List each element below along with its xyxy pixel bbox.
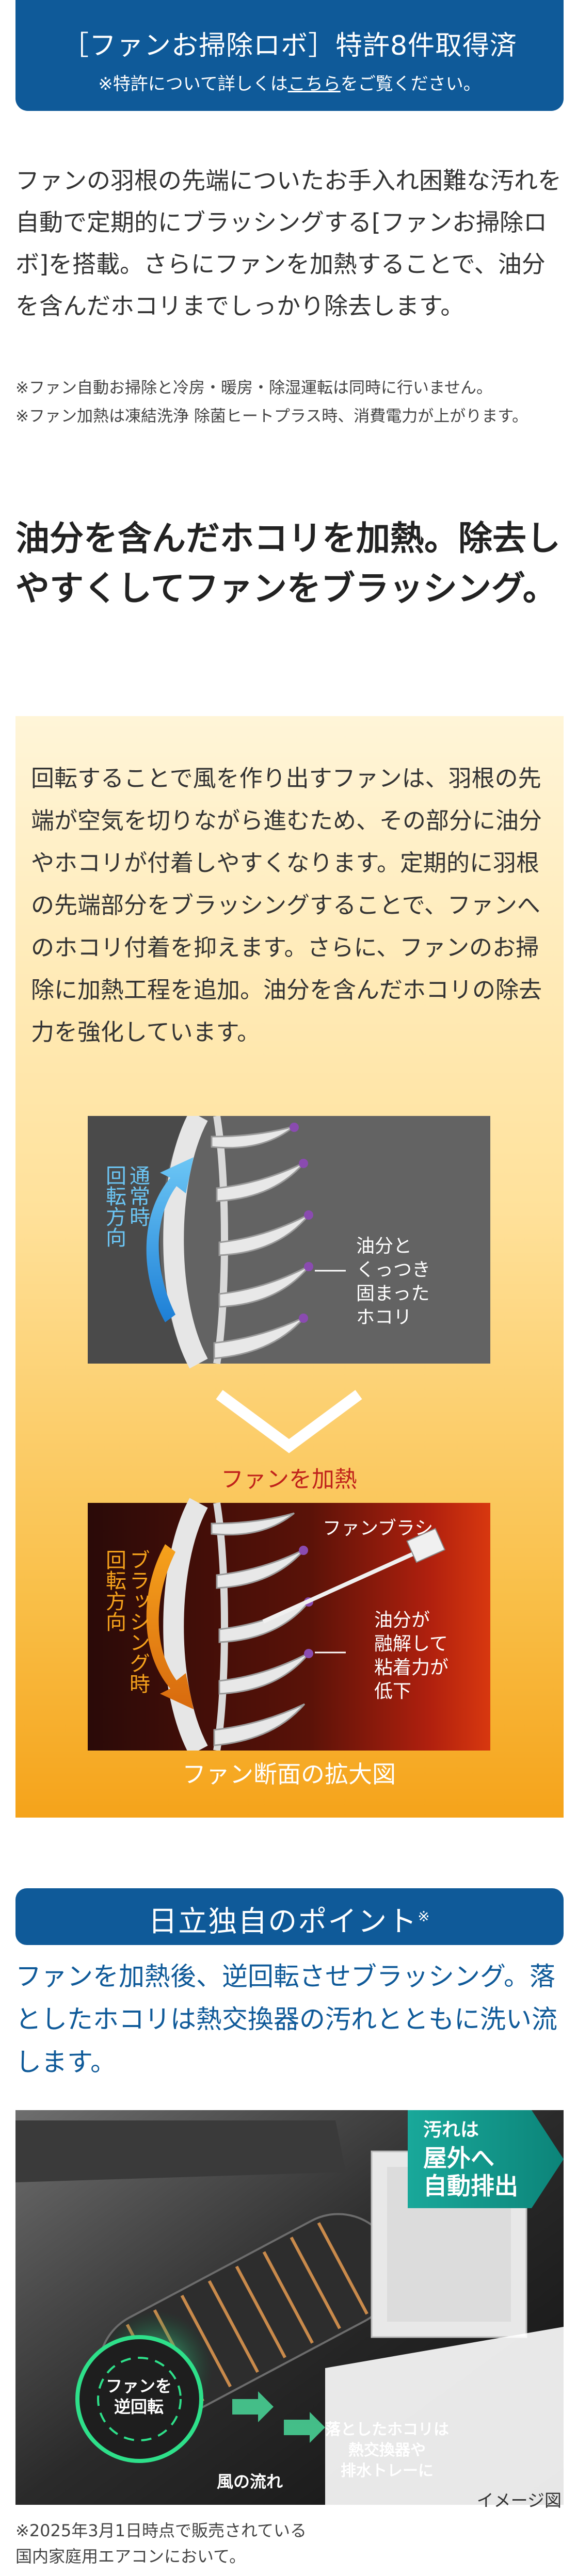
banner-note-prefix: ※特許について詳しくは (98, 74, 288, 94)
dust-label-line: 油分が (374, 1610, 430, 1631)
notes: ※ファン自動お掃除と冷房・暖房・除湿運転は同時に行いません。 ※ファン加熱は凍結… (15, 374, 564, 431)
banner-note-suffix: をご覧ください。 (340, 74, 481, 94)
banner-title: ［ファンお掃除ロボ］特許8件取得済 (61, 30, 518, 61)
fan-image: 汚れは 屋外へ 自動排出 ファンを 逆回転 風の流れ 落としたホコリは 熱交換器… (15, 2110, 564, 2505)
image-caption: イメージ図 (476, 2490, 562, 2510)
dust-drain-line: 落としたホコリは (325, 2421, 449, 2439)
panel-text: 回転することで風を作り出すファンは、羽根の先端が空気を切りながら進むため、その部… (31, 765, 542, 1046)
patent-banner: ［ファンお掃除ロボ］特許8件取得済 ※特許について詳しくはこちらをご覧ください。 (15, 0, 564, 111)
section-heading: 油分を含んだホコリを加熱。除去しやすくしてファンをブラッシング。 (15, 519, 560, 608)
dust-label-line: 融解して (374, 1633, 448, 1655)
note-item: ※ファン自動お掃除と冷房・暖房・除湿運転は同時に行いません。 (15, 379, 493, 397)
point-title-bar: 日立独自のポイント※ (15, 1888, 564, 1945)
dust-label-line: 粘着力が (374, 1657, 449, 1678)
rotation-label-line: 通常時 (126, 1165, 150, 1227)
wind-flow-label: 風の流れ (217, 2472, 283, 2491)
point-title-mark: ※ (418, 1908, 431, 1925)
dust-label-line: 低下 (374, 1681, 412, 1702)
stuck-dust-label: 油分と くっつき 固まった ホコリ (356, 1235, 430, 1330)
fan-heating-label: ファンを加熱 (221, 1466, 357, 1493)
dust-label-line: 油分と (356, 1236, 412, 1257)
normal-rotation-panel (88, 1111, 490, 1369)
fan-label-line: ファンを (106, 2376, 172, 2396)
badge-line: 汚れは (423, 2119, 479, 2141)
fan-label-line: 逆回転 (114, 2397, 164, 2417)
note-item: ※ファン加熱は凍結洗浄 除菌ヒートプラス時、消費電力が上がります。 (15, 407, 528, 426)
footnote-line: 国内家庭用エアコンにおいて。 (15, 2547, 246, 2566)
point-title: 日立独自のポイント (148, 1905, 418, 1939)
diagram-caption: ファン断面の拡大図 (182, 1760, 396, 1788)
melted-dust-label: 油分が 融解して 粘着力が 低下 (374, 1609, 448, 1704)
fan-diagram: 通常時 回転方向 油分と くっつき 固まった ホコリ ファンを加熱 ファンブラシ… (88, 1111, 490, 1788)
explanation-panel: 回転することで風を作り出すファンは、羽根の先端が空気を切りながら進むため、その部… (15, 716, 564, 1818)
fan-illustration (15, 2110, 564, 2505)
rotation-label-line: 回転方向 (102, 1165, 126, 1248)
badge-line: 自動排出 (423, 2172, 518, 2200)
banner-note: ※特許について詳しくはこちらをご覧ください。 (15, 70, 564, 95)
fan-cross-section-diagram (88, 1111, 490, 1756)
dust-label-line: くっつき (356, 1259, 431, 1281)
rotation-label-line: 回転方向 (102, 1549, 126, 1632)
footnote: ※2025年3月1日時点で販売されている 国内家庭用エアコンにおいて。 (15, 2518, 564, 2569)
dust-drain-line: 熱交換器や (348, 2441, 426, 2459)
brushing-rotation-panel (88, 1498, 490, 1756)
badge-line: 屋外へ (423, 2144, 494, 2172)
point-lead-text: ファンを加熱後、逆回転させブラッシング。落としたホコリは熱交換器の汚れとともに洗… (15, 1962, 557, 2077)
patent-link[interactable]: こちら (287, 74, 341, 94)
footnote-line: ※2025年3月1日時点で販売されている (15, 2521, 307, 2540)
fan-reverse-label: ファンを 逆回転 (106, 2376, 172, 2417)
dust-label-line: 固まった (356, 1283, 430, 1304)
fan-brush-label: ファンブラシ (323, 1518, 434, 1539)
normal-rotation-label: 通常時 回転方向 (102, 1165, 150, 1248)
dust-drain-line: 排水トレーに (341, 2462, 434, 2480)
brushing-rotation-label: ブラッシング時 回転方向 (102, 1549, 150, 1694)
outdoor-discharge-badge: 汚れは 屋外へ 自動排出 (423, 2116, 518, 2200)
lead-text: ファンの羽根の先端についたお手入れ困難な汚れを自動で定期的にブラッシングする[フ… (15, 167, 562, 320)
rotation-label-line: ブラッシング時 (126, 1549, 150, 1694)
dust-drain-label: 落としたホコリは 熱交換器や 排水トレーに (325, 2420, 449, 2482)
dust-label-line: ホコリ (356, 1307, 412, 1328)
